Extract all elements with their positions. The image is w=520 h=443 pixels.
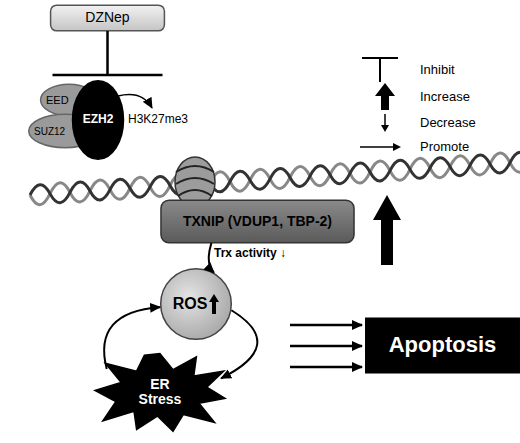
node-label: TXNIP (VDUP1, TBP-2) xyxy=(183,214,332,229)
arrow-connector xyxy=(104,307,160,369)
node-label: EZH2 xyxy=(83,113,114,126)
inhibit-symbol xyxy=(362,58,398,82)
dna-strand xyxy=(30,152,520,202)
promote-arrow xyxy=(290,324,362,327)
node-label: ROS xyxy=(173,295,208,313)
promote-arrow xyxy=(290,366,362,369)
node-label: Apoptosis xyxy=(389,333,497,357)
legend-label: Increase xyxy=(420,89,470,104)
promote-symbol xyxy=(360,143,401,151)
edge-label: Trx activity ↓ xyxy=(214,246,286,260)
methylation-arrow xyxy=(118,95,152,109)
legend-label: Inhibit xyxy=(420,62,455,77)
node-label: SUZ12 xyxy=(34,126,65,137)
dna-strand xyxy=(30,153,520,205)
arrow-connector xyxy=(209,243,214,273)
promote-arrow xyxy=(290,345,362,348)
increase-arrow xyxy=(209,294,219,314)
stress-burst: ER Stress xyxy=(95,352,225,432)
node-label: EED xyxy=(46,94,69,106)
arrow-connector xyxy=(221,310,257,378)
increase-arrow xyxy=(373,195,401,265)
node-label: DZNep xyxy=(85,10,129,25)
ros-circle: ROS xyxy=(160,268,232,340)
gene-box: TXNIP (VDUP1, TBP-2) xyxy=(160,200,355,243)
drug-box: DZNep xyxy=(50,5,165,31)
increase-symbol xyxy=(375,83,395,110)
inhibit-connector xyxy=(53,31,163,75)
modification-label: H3K27me3 xyxy=(128,112,188,126)
outcome-box: Apoptosis xyxy=(365,318,520,373)
legend-label: Decrease xyxy=(420,115,476,130)
decrease-symbol xyxy=(381,114,389,132)
protein-oval: EZH2 xyxy=(72,80,124,160)
legend-label: Promote xyxy=(420,139,469,154)
node-label: ER Stress xyxy=(130,377,190,408)
